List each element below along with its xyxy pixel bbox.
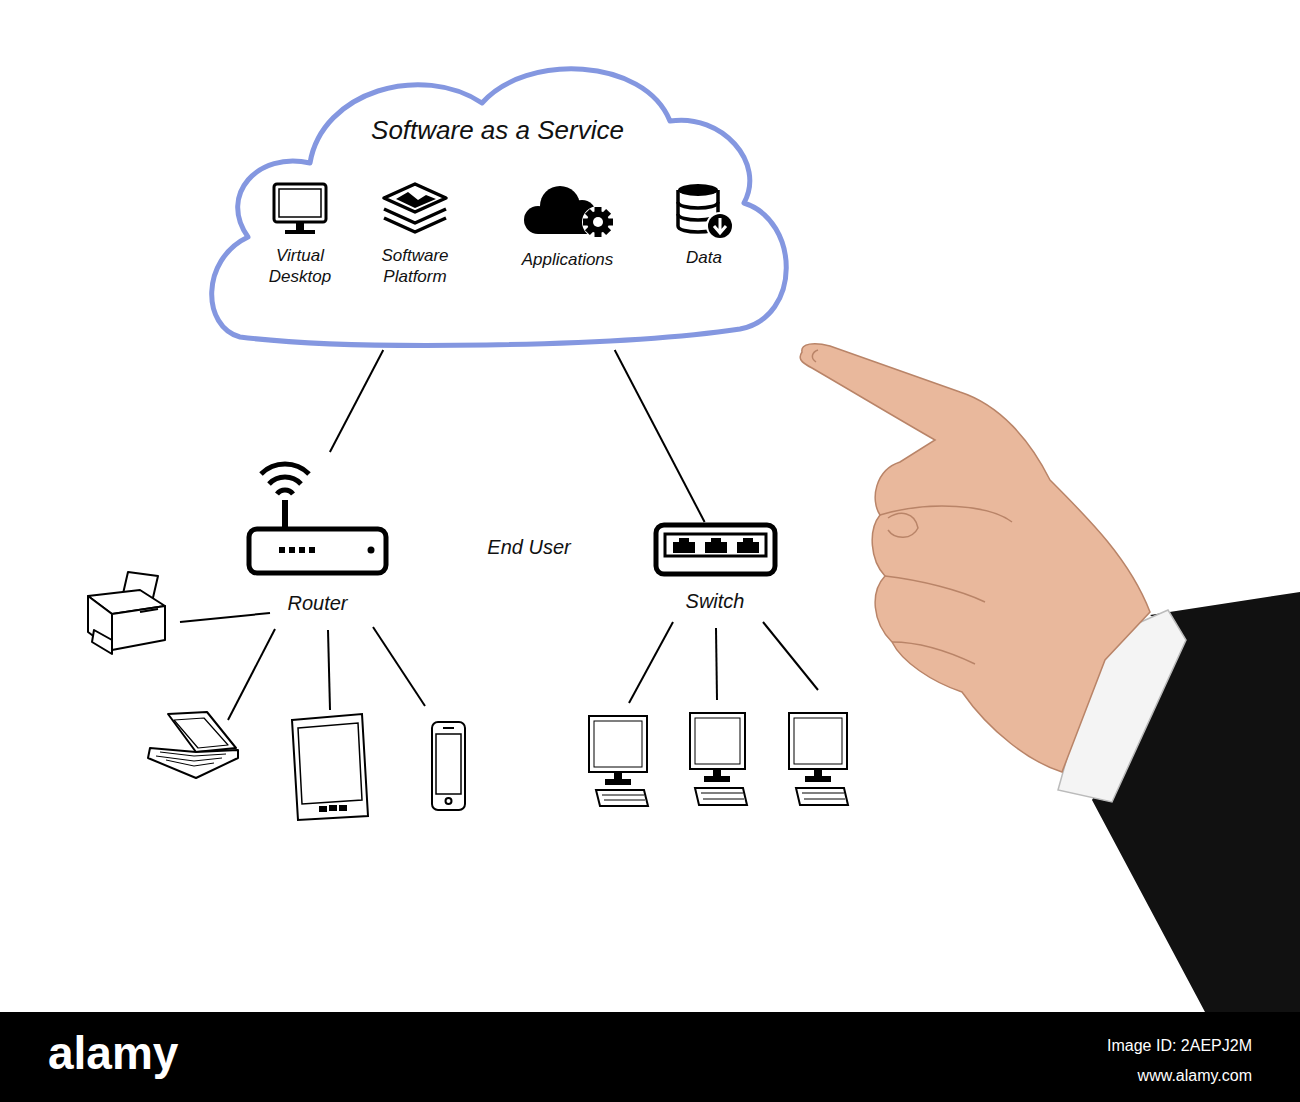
node-label: Router [240, 591, 395, 615]
watermark-logo: alamy [48, 1026, 268, 1081]
device-wires [180, 613, 818, 720]
watermark-url: www.alamy.com [1000, 1066, 1252, 1085]
connector-line [615, 350, 705, 522]
wire [180, 613, 270, 622]
cloud-title: Software as a Service [200, 115, 795, 147]
service-item: Applications [500, 180, 635, 271]
node-icon [380, 180, 450, 240]
service-item: Software Platform [360, 180, 470, 287]
wire [328, 630, 330, 710]
pointing-hand [800, 344, 1300, 1012]
service-item: Virtual Desktop [250, 180, 350, 287]
wire [629, 622, 673, 703]
node-icon [245, 452, 390, 577]
desktop-icon [589, 716, 648, 806]
cloud-shape: Software as a ServiceVirtual DesktopSoft… [200, 55, 795, 350]
group-label: End User [459, 535, 599, 559]
laptop-icon [148, 712, 238, 778]
service-item: Data [654, 180, 754, 269]
wire [228, 629, 275, 720]
hand-shape [800, 344, 1150, 772]
phone-icon [432, 722, 465, 810]
wire [763, 622, 818, 690]
node-label: Software Platform [360, 246, 470, 287]
desktop-icon [789, 713, 848, 805]
image-id: Image ID: 2AEPJ2M [1000, 1036, 1252, 1055]
connector-line [330, 350, 383, 452]
desktop-computers [589, 713, 848, 806]
watermark-bar [0, 1012, 1300, 1102]
node-icon [518, 180, 618, 242]
wire [716, 628, 717, 700]
wire [373, 627, 425, 706]
node-label: Switch [650, 589, 780, 613]
switch-node: Switch [650, 522, 780, 613]
tablet-icon [292, 714, 368, 820]
hand-creases [812, 350, 1012, 664]
node-label: Applications [500, 250, 635, 271]
node-label: Virtual Desktop [250, 246, 350, 287]
node-icon [653, 522, 778, 577]
router-node: Router [240, 452, 395, 615]
node-icon [270, 180, 330, 240]
desktop-icon [690, 713, 747, 805]
printer-icon [88, 572, 165, 654]
node-label: Data [654, 248, 754, 269]
node-icon [672, 180, 736, 242]
